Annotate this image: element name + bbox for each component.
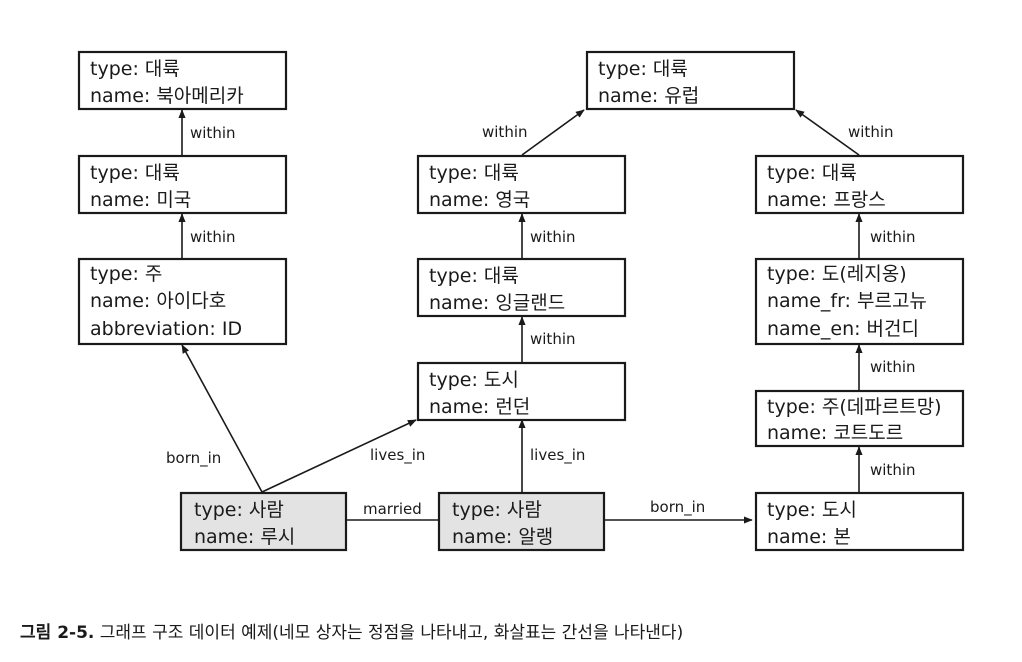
edge-labels: within within within within within withi… (166, 123, 916, 518)
node-europe: type: 대륙 name: 유럽 (585, 50, 796, 111)
figure-number: 그림 2-5. (20, 623, 95, 643)
node-line: name: 영국 (429, 189, 530, 211)
figure-caption: 그림 2-5. 그래프 구조 데이터 예제(네모 상자는 정점을 나타내고, 화… (20, 618, 683, 643)
node-line: name: 코트도르 (767, 422, 903, 444)
node-line: name: 루시 (194, 526, 295, 548)
label-uk-eu: within (482, 123, 528, 141)
edge-uk-eu (521, 109, 585, 156)
label-fr-eu: within (848, 123, 894, 141)
label-cote-bourg: within (870, 358, 916, 376)
node-line: name_en: 버건디 (767, 318, 919, 340)
node-burgundy: type: 도(레지옹) name_fr: 부르고뉴 name_en: 버건디 (754, 257, 965, 346)
node-line: name: 아이다호 (90, 290, 226, 312)
node-london: type: 도시 name: 런던 (416, 361, 627, 422)
label-lucy-london: lives_in (370, 446, 425, 465)
label-alain-london: lives_in (530, 446, 585, 465)
node-line: name: 북아메리카 (90, 85, 244, 107)
node-line: type: 대륙 (767, 162, 857, 184)
label-london-eng: within (530, 330, 576, 348)
node-bonn: type: 도시 name: 본 (754, 491, 965, 552)
label-married: married (363, 500, 422, 518)
node-line: type: 대륙 (429, 265, 519, 287)
node-line: type: 주(데파르트망) (767, 396, 942, 418)
node-line: name: 미국 (90, 189, 191, 211)
node-line: type: 대륙 (598, 58, 688, 80)
label-eng-uk: within (530, 228, 576, 246)
node-france: type: 대륙 name: 프랑스 (754, 154, 965, 215)
node-line: type: 도(레지옹) (767, 263, 907, 285)
label-bourg-fr: within (870, 228, 916, 246)
node-line: type: 사람 (194, 499, 284, 521)
node-cote-dor: type: 주(데파르트망) name: 코트도르 (754, 389, 965, 448)
edge-lucy-london (261, 419, 417, 493)
node-line: type: 대륙 (429, 162, 519, 184)
node-line: name_fr: 부르고뉴 (767, 290, 927, 312)
edges (178, 109, 863, 524)
node-line: name: 프랑스 (767, 189, 886, 211)
node-line: name: 본 (767, 526, 851, 548)
edge-fr-eu (795, 109, 860, 156)
label-us-na: within (190, 124, 236, 142)
figure-caption-text: 그래프 구조 데이터 예제(네모 상자는 정점을 나타내고, 화살표는 간선을 … (99, 623, 684, 643)
node-line: name: 유럽 (598, 85, 699, 107)
node-england: type: 대륙 name: 잉글랜드 (416, 257, 627, 318)
node-line: type: 사람 (452, 499, 542, 521)
node-line: type: 대륙 (90, 162, 180, 184)
node-alain: type: 사람 name: 알랭 (437, 491, 606, 552)
label-alain-bonn: born_in (650, 498, 705, 517)
label-bonn-cote: within (870, 461, 916, 479)
node-usa: type: 대륙 name: 미국 (77, 154, 288, 215)
node-line: type: 도시 (429, 369, 519, 391)
node-idaho: type: 주 name: 아이다호 abbreviation: ID (77, 257, 288, 346)
node-line: name: 알랭 (452, 526, 553, 548)
node-line: type: 도시 (767, 499, 857, 521)
node-line: type: 대륙 (90, 58, 180, 80)
node-line: abbreviation: ID (90, 318, 242, 340)
node-line: name: 잉글랜드 (429, 292, 565, 314)
node-line: name: 런던 (429, 396, 530, 418)
node-lucy: type: 사람 name: 루시 (179, 491, 348, 552)
edge-lucy-idaho (181, 344, 263, 493)
label-lucy-idaho: born_in (166, 449, 221, 468)
label-idaho-us: within (190, 228, 236, 246)
node-uk: type: 대륙 name: 영국 (416, 154, 627, 215)
node-north-america: type: 대륙 name: 북아메리카 (77, 50, 288, 111)
node-line: type: 주 (90, 263, 162, 285)
